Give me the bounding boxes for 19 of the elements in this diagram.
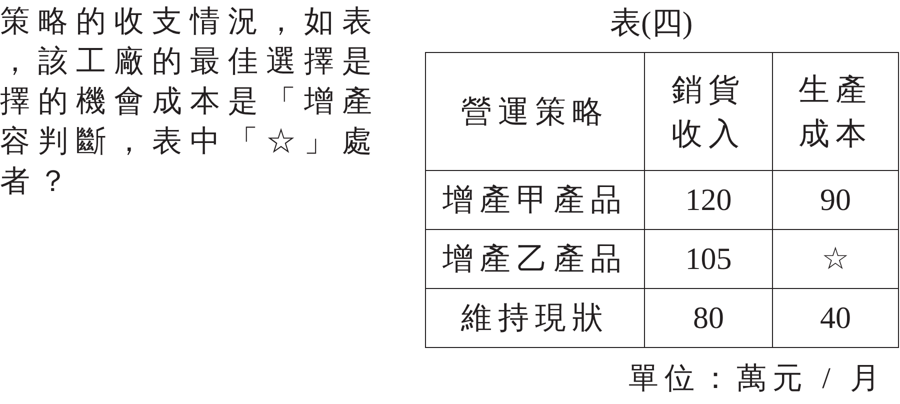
question-text: 者？	[0, 164, 76, 200]
question-text: 擇的機會成本是「增產	[0, 84, 380, 120]
table-cell: 40	[772, 288, 898, 348]
table-cell: 120	[644, 170, 772, 230]
table-cell: 105	[644, 230, 772, 288]
table-cell: 增產乙產品	[426, 230, 644, 288]
question-text: 策略的收支情況，如表	[0, 4, 380, 40]
table-title: 表(四)	[610, 4, 693, 42]
table-cell: ☆	[772, 230, 898, 288]
header-cell: 營運策略	[426, 52, 644, 170]
header-cell: 銷貨收入	[644, 52, 772, 170]
table-cell: 80	[644, 288, 772, 348]
table-cell: 維持現狀	[426, 288, 644, 348]
table-cell: 90	[772, 170, 898, 230]
table-cell: 增產甲產品	[426, 170, 644, 230]
unit-note: 單位：萬元 / 月	[628, 361, 886, 397]
question-text: ，該工廠的最佳選擇是	[0, 44, 380, 80]
question-text: 容判斷，表中「☆」處	[0, 124, 380, 160]
header-cell: 生產成本	[772, 52, 898, 170]
